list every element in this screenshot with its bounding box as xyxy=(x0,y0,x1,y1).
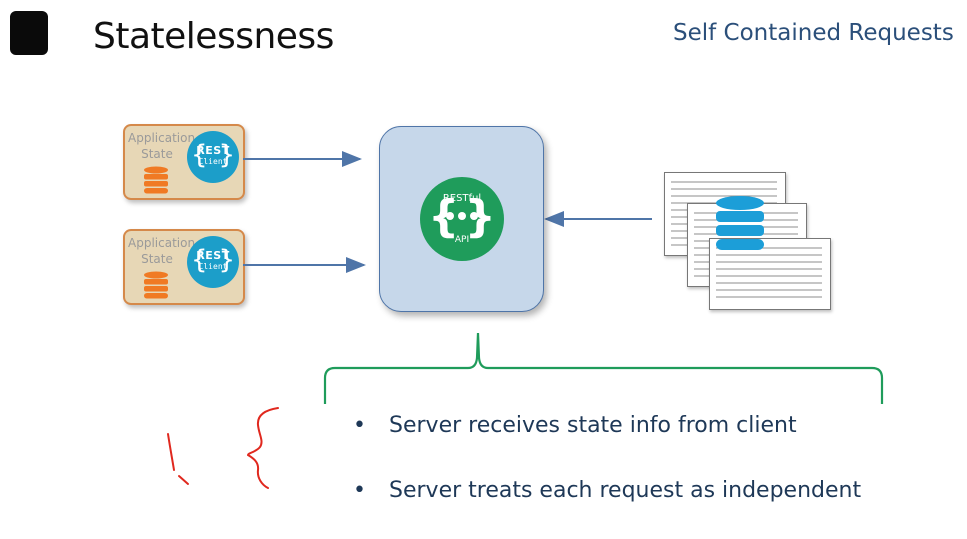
rest-client-badge: { REST Client } xyxy=(187,131,239,183)
slide-subtitle: Self Contained Requests xyxy=(673,20,954,46)
handwritten-ink-1 xyxy=(167,433,189,485)
database-icon xyxy=(144,271,168,299)
bullet-item: •Server treats each request as independe… xyxy=(353,478,862,503)
handwritten-brace xyxy=(246,407,279,489)
slide-corner-marker xyxy=(10,11,48,55)
document-stack-icon xyxy=(652,170,837,315)
bullet-item: •Server receives state info from client xyxy=(353,413,797,438)
restful-api-badge: RESTful { } API xyxy=(420,177,504,261)
curly-brace xyxy=(323,332,884,404)
client-label: Application State xyxy=(128,236,196,266)
database-icon xyxy=(716,196,764,250)
ellipsis-icon xyxy=(420,212,504,223)
restful-api-server: RESTful { } API xyxy=(379,126,544,312)
database-icon xyxy=(144,166,168,194)
client-application-2: Application State { REST Client } xyxy=(123,229,245,305)
client-application-1: Application State { REST Client } xyxy=(123,124,245,200)
client-label: Application State xyxy=(128,131,196,161)
rest-client-badge: { REST Client } xyxy=(187,236,239,288)
slide-title: Statelessness xyxy=(93,16,334,57)
